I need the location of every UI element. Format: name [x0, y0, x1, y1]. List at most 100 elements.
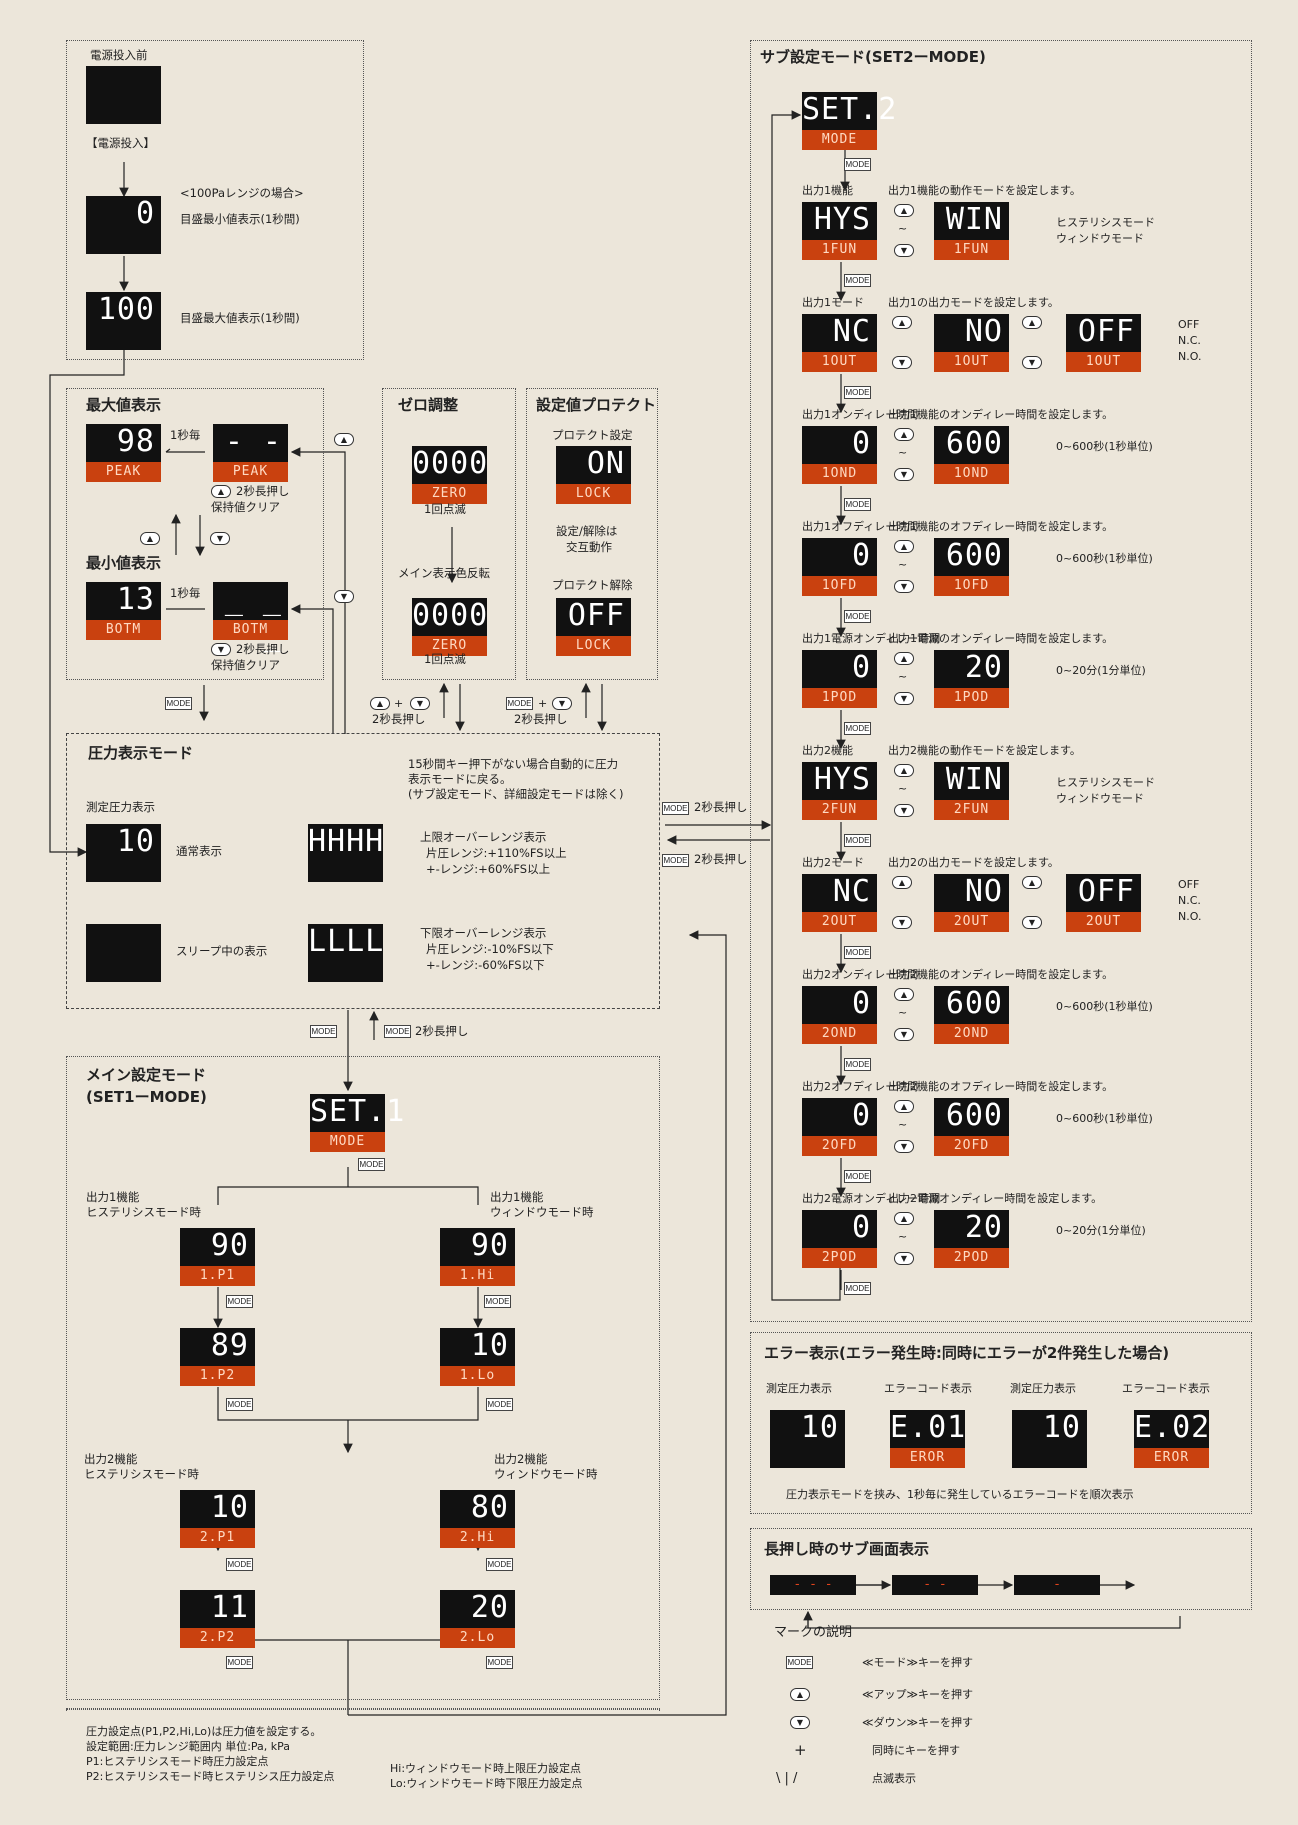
lo2-display-sub-value: 2.Lo [440, 1628, 515, 1648]
bottom-blank-display-sub-value: BOTM [213, 620, 288, 640]
sub-row-7-a-display-main-value: 0 [851, 986, 871, 1021]
under-title: 下限オーバーレンジ表示 [420, 926, 547, 940]
up-key-icon: ▲ [892, 316, 912, 329]
sub-row-3-a-display-main-value: 0 [851, 538, 871, 573]
sub-row-8-head: 出力2オフディレー時間 [802, 1080, 919, 1093]
sub-row-1-n3: N.O. [1178, 350, 1202, 363]
sub-row-8-b-display-sub-value: 2OFD [934, 1136, 1009, 1156]
sub-row-5-head: 出力2機能 [802, 744, 853, 757]
legend-down: ≪ダウン≫キーを押す [862, 1716, 974, 1729]
under-2: +-レンジ:-60%FS以下 [426, 958, 545, 972]
sub-row-6-b-display-sub-value: 2OUT [934, 912, 1009, 932]
sub-row-6-a-display-main-value: NC [832, 874, 871, 909]
down-key-icon: ▼ [552, 697, 572, 710]
up-key-icon: ▲ [894, 1212, 914, 1225]
sub-row-6-head: 出力2モード [802, 856, 864, 869]
hi1-display-sub-value: 1.Hi [440, 1266, 515, 1286]
mode-key-icon: MODE [226, 1656, 253, 1669]
mode-key-icon: MODE [486, 1398, 513, 1411]
peak-every-label: 1秒毎 [170, 428, 201, 442]
plus-icon: + [794, 1741, 807, 1759]
from-sub-label: 2秒長押し [694, 852, 748, 866]
mode-key-icon: MODE [486, 1558, 513, 1571]
power-before-label: 電源投入前 [90, 48, 148, 62]
timeout-note-2: 表示モードに戻る。 [408, 772, 512, 786]
sub-set-frame [750, 40, 1252, 1322]
bottom-clear-label: 保持値クリア [211, 658, 280, 672]
zero-blink-label: 1回点滅 [424, 502, 466, 516]
sub-row-7-b-display-sub-value: 2OND [934, 1024, 1009, 1044]
err-measure-1: 10 [770, 1410, 845, 1468]
sub-row-9-a-display-sub-value: 2POD [802, 1248, 877, 1268]
p2-display-main-value: 89 [210, 1328, 249, 1363]
sub-row-4-b-display-main-value: 20 [964, 650, 1003, 685]
sub-row-0-b-display-sub-value: 1FUN [934, 240, 1009, 260]
peak-clear-label: 保持値クリア [211, 500, 280, 514]
down-key-icon: ▼ [790, 1716, 810, 1729]
mode-key-icon: MODE [844, 158, 871, 171]
sub-row-0-b-display-main-value: WIN [945, 202, 1003, 237]
sub-row-7-n1: 0~600秒(1秒単位) [1056, 1000, 1153, 1013]
over-range-display-main-value: HHHH [308, 824, 385, 859]
p21-display-main-value: 10 [210, 1490, 249, 1525]
sub-row-8-a-display-sub-value: 2OFD [802, 1136, 877, 1156]
sub-row-3-b-display-sub-value: 1OFD [934, 576, 1009, 596]
peak-hold-label: 2秒長押し [236, 484, 290, 498]
err-measure-2-main-value: 10 [1042, 1410, 1081, 1445]
pressure-mode-frame [66, 733, 660, 1009]
sub-row-1-desc: 出力1の出力モードを設定します。 [888, 296, 1059, 309]
main-title-2: (SET1ーMODE) [86, 1088, 207, 1106]
sub-row-3-n1: 0~600秒(1秒単位) [1056, 552, 1153, 565]
footnote-6: Lo:ウィンドウモード時下限圧力設定点 [390, 1777, 583, 1790]
sub-row-1-a-display-main-value: NC [832, 314, 871, 349]
zero-display-sub-value: ZERO [412, 484, 487, 504]
mode-key-icon: MODE [662, 802, 689, 815]
sub-row-2-a-display-main-value: 0 [851, 426, 871, 461]
sub-row-0-a-display-main-value: HYS [813, 202, 871, 237]
down-key-icon: ▼ [894, 692, 914, 705]
tilde-sign: ~ [898, 446, 908, 459]
sub-row-1-c-display-sub-value: 1OUT [1066, 352, 1141, 372]
min-scale-display: 0 [86, 196, 161, 254]
sleep-label: スリープ中の表示 [176, 944, 268, 958]
tilde-sign: ~ [898, 1006, 908, 1019]
err-code-1-main-value: E.01 [890, 1410, 967, 1445]
longpress-bar-2: - - [892, 1575, 978, 1595]
err-measure-2-sub-value [1012, 1448, 1087, 1468]
down-key-icon: ▼ [1022, 356, 1042, 369]
sleep-display-sub-value [86, 962, 161, 982]
sub-row-1-n2: N.C. [1178, 334, 1201, 347]
down-key-icon: ▼ [210, 532, 230, 545]
normal-display: 10 [86, 824, 161, 882]
down-key-icon: ▼ [334, 590, 354, 603]
err-l2: エラーコード表示 [884, 1382, 972, 1395]
min-scale-label: 目盛最小値表示(1秒間) [180, 212, 300, 226]
under-range-display: LLLL [308, 924, 383, 982]
err-code-2-main-value: E.02 [1134, 1410, 1211, 1445]
bottom-blank-display-main-value: _ _ _ [224, 582, 282, 653]
mode-key-icon: MODE [844, 946, 871, 959]
err-code-2-sub-value: EROR [1134, 1448, 1209, 1468]
hi1-display-main-value: 90 [470, 1228, 509, 1263]
set1-display-sub-value: MODE [310, 1132, 385, 1152]
power-on-label: 【電源投入】 [86, 136, 155, 150]
peak-display-main-value: 98 [116, 424, 155, 459]
normal-display-main-value: 10 [116, 824, 155, 859]
sub-row-5-b-display-main-value: WIN [945, 762, 1003, 797]
sub-row-0-n2: ウィンドウモード [1056, 232, 1144, 245]
sub-row-9-b-display-main-value: 20 [964, 1210, 1003, 1245]
sub-row-1-b-display-sub-value: 1OUT [934, 352, 1009, 372]
tilde-sign: ~ [898, 222, 908, 235]
up-key-icon: ▲ [894, 652, 914, 665]
zero-combo-label: 2秒長押し [372, 712, 426, 726]
protect-off-display-main-value: OFF [567, 598, 625, 633]
sub-row-0-desc: 出力1機能の動作モードを設定します。 [888, 184, 1081, 197]
